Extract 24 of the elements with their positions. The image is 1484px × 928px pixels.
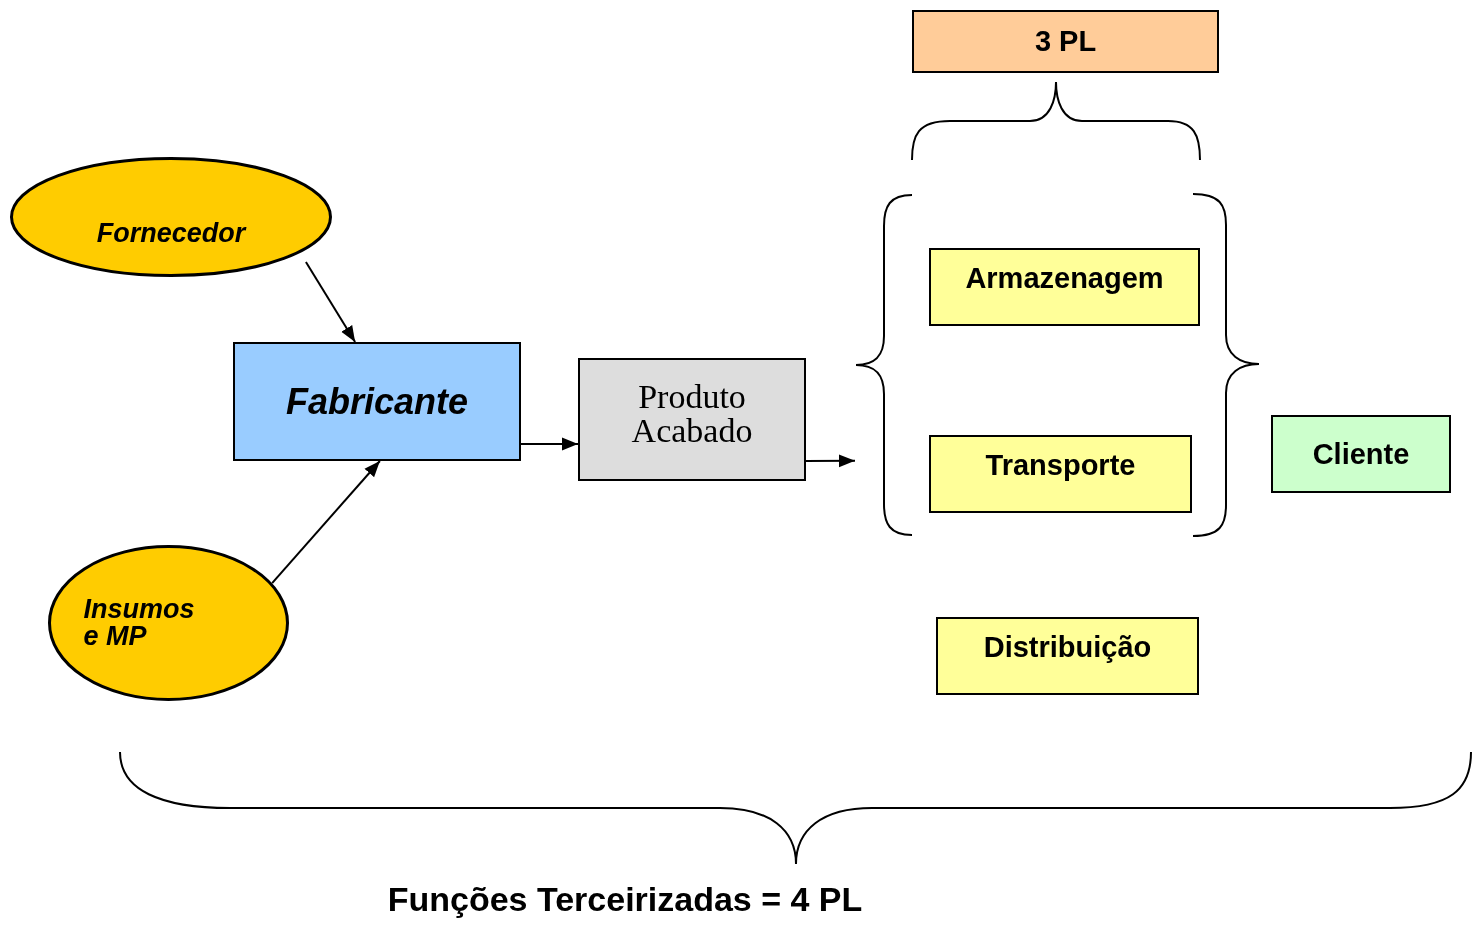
arrow: [304, 261, 357, 343]
ellipse-node: [48, 545, 289, 701]
process-box: [233, 342, 521, 461]
node-label: Transporte: [985, 450, 1136, 480]
node-label: Produto Acabado: [630, 379, 754, 448]
curly-brace: [855, 194, 913, 536]
arrow: [271, 460, 381, 585]
arrow: [520, 437, 579, 451]
node-label: Fornecedor: [96, 219, 246, 247]
process-box: [929, 435, 1192, 513]
node-label: Armazenagem: [965, 263, 1164, 293]
node-label: Fabricante: [285, 383, 469, 420]
caption-label: Funções Terceirizadas = 4 PL: [386, 880, 864, 919]
node-label: 3 PL: [1034, 27, 1097, 56]
process-box: [936, 617, 1199, 695]
process-box: [578, 358, 806, 481]
node-label: Insumos e MP: [83, 596, 196, 650]
process-box: [929, 248, 1200, 326]
node-label: Cliente: [1312, 439, 1410, 469]
process-box: [912, 10, 1219, 73]
process-box: [1271, 415, 1451, 493]
node-label: Distribuição: [983, 632, 1152, 662]
arrow: [805, 454, 856, 468]
ellipse-node: [10, 157, 332, 277]
